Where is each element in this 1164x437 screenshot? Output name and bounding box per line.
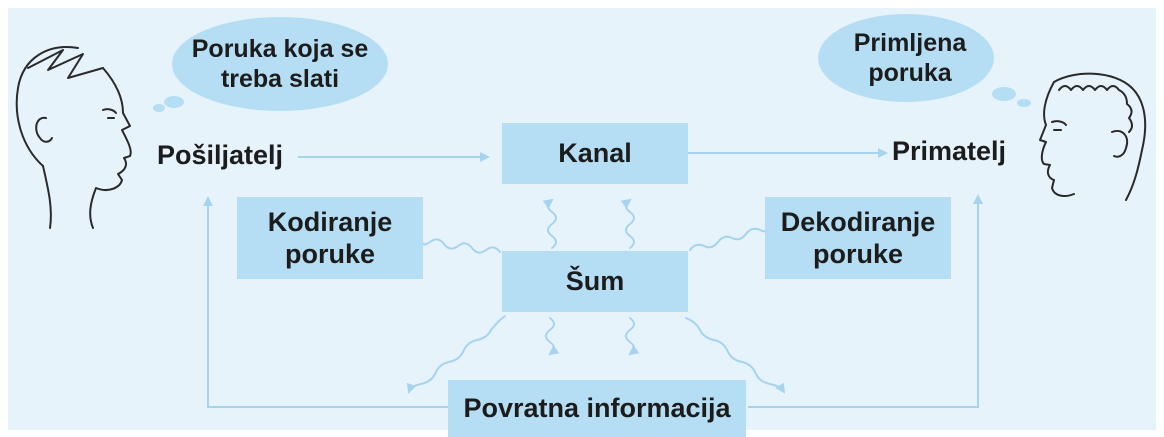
- noise-arrow-to-encoding: [414, 238, 501, 254]
- noise-arrow-to-channel-left: [542, 198, 557, 249]
- receiver-thought-bubble-icon: [818, 14, 1031, 107]
- feedback-box: Povratna informacija: [448, 380, 746, 437]
- noise-box: Šum: [502, 251, 688, 312]
- receiver-head-icon: [1039, 72, 1147, 201]
- arrow-feedback-to-sender: [203, 196, 448, 408]
- sender-bubble-text: Poruka koja se treba slati: [191, 35, 369, 93]
- channel-box: Kanal: [502, 123, 688, 184]
- sender-head-icon: [15, 46, 132, 229]
- noise-arrow-down-right-far: [685, 317, 786, 394]
- encoding-box: Kodiranje poruke: [237, 197, 423, 279]
- sender-thought-bubble-icon: [153, 17, 388, 112]
- receiver-label: Primatelj: [892, 136, 1007, 166]
- sender-label: Pošiljatelj: [157, 140, 284, 170]
- decoding-box: Dekodiranje poruke: [765, 197, 951, 279]
- arrow-feedback-to-receiver: [748, 194, 983, 408]
- noise-arrow-to-channel-right: [620, 198, 635, 249]
- receiver-bubble-text: Primljena poruka: [853, 29, 967, 87]
- noise-arrow-down-right: [625, 317, 640, 356]
- noise-arrow-to-decoding: [689, 224, 773, 251]
- noise-arrow-down-left: [545, 317, 560, 356]
- noise-arrow-down-left-far: [406, 315, 506, 394]
